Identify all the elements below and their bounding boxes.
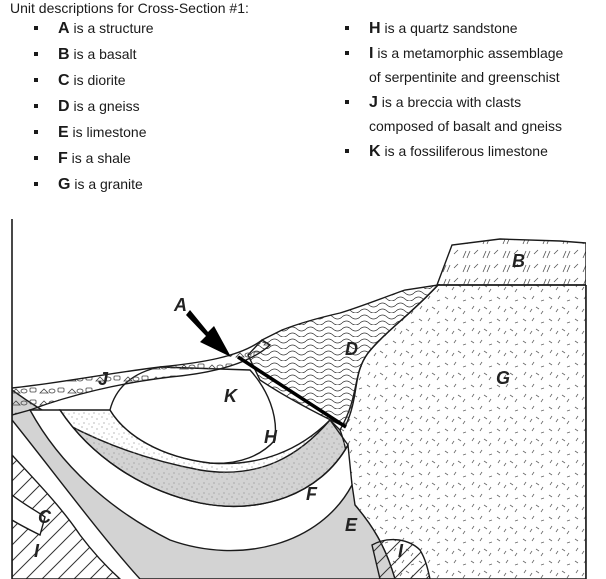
descriptions-title: Unit descriptions for Cross-Section #1: <box>10 0 249 16</box>
unit-item-i: I is a metamorphic assemblage <box>345 43 563 68</box>
label-j: J <box>98 369 109 389</box>
label-h: H <box>264 427 278 447</box>
unit-i-serpentinite-left <box>12 453 122 579</box>
unit-item-j-continued: composed of basalt and gneiss <box>369 118 563 135</box>
unit-list-left: A is a structure B is a basalt C is dior… <box>34 18 154 200</box>
label-i-right: I <box>398 541 404 561</box>
label-c: C <box>38 507 52 527</box>
unit-item-i-continued: of serpentinite and greenschist <box>369 69 560 86</box>
label-g: G <box>496 368 510 388</box>
label-d: D <box>345 339 358 359</box>
label-e: E <box>345 515 358 535</box>
unit-item-j: J is a breccia with clasts <box>345 92 563 117</box>
label-b: B <box>512 251 525 271</box>
unit-i-serpentinite-right <box>371 538 431 579</box>
label-f: F <box>306 484 318 504</box>
unit-item-h: H is a quartz sandstone <box>345 18 563 43</box>
unit-b-basalt <box>435 238 586 286</box>
label-k: K <box>224 386 239 406</box>
unit-item-a: A is a structure <box>34 18 154 44</box>
unit-item-c: C is diorite <box>34 70 154 96</box>
label-a: A <box>173 295 187 315</box>
unit-list-right: H is a quartz sandstone I is a metamorph… <box>345 18 563 166</box>
label-i-left: I <box>34 541 40 561</box>
cross-section-diagram: A B C D E F G H I I J K <box>11 219 587 579</box>
unit-item-g: G is a granite <box>34 174 154 200</box>
arrow-a <box>186 310 231 357</box>
unit-item-d: D is a gneiss <box>34 96 154 122</box>
unit-item-e: E is limestone <box>34 122 154 148</box>
unit-d-gneiss <box>247 284 440 428</box>
unit-j-breccia <box>12 339 272 416</box>
unit-item-b: B is a basalt <box>34 44 154 70</box>
section-frame <box>11 219 587 579</box>
unit-item-k: K is a fossiliferous limestone <box>345 141 563 166</box>
unit-c-diorite <box>12 494 46 537</box>
fault-line <box>237 355 347 429</box>
unit-item-f: F is a shale <box>34 148 154 174</box>
